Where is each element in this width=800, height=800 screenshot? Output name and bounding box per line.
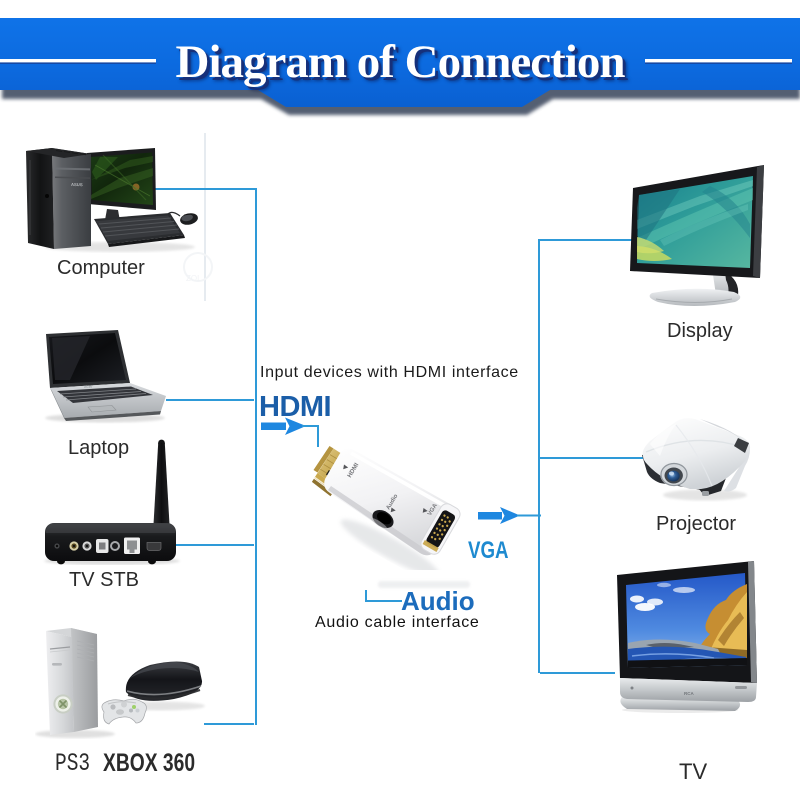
svg-text:acer: acer bbox=[84, 384, 93, 389]
svg-text:ASUS: ASUS bbox=[71, 182, 83, 187]
svg-text:RCA: RCA bbox=[684, 691, 694, 696]
